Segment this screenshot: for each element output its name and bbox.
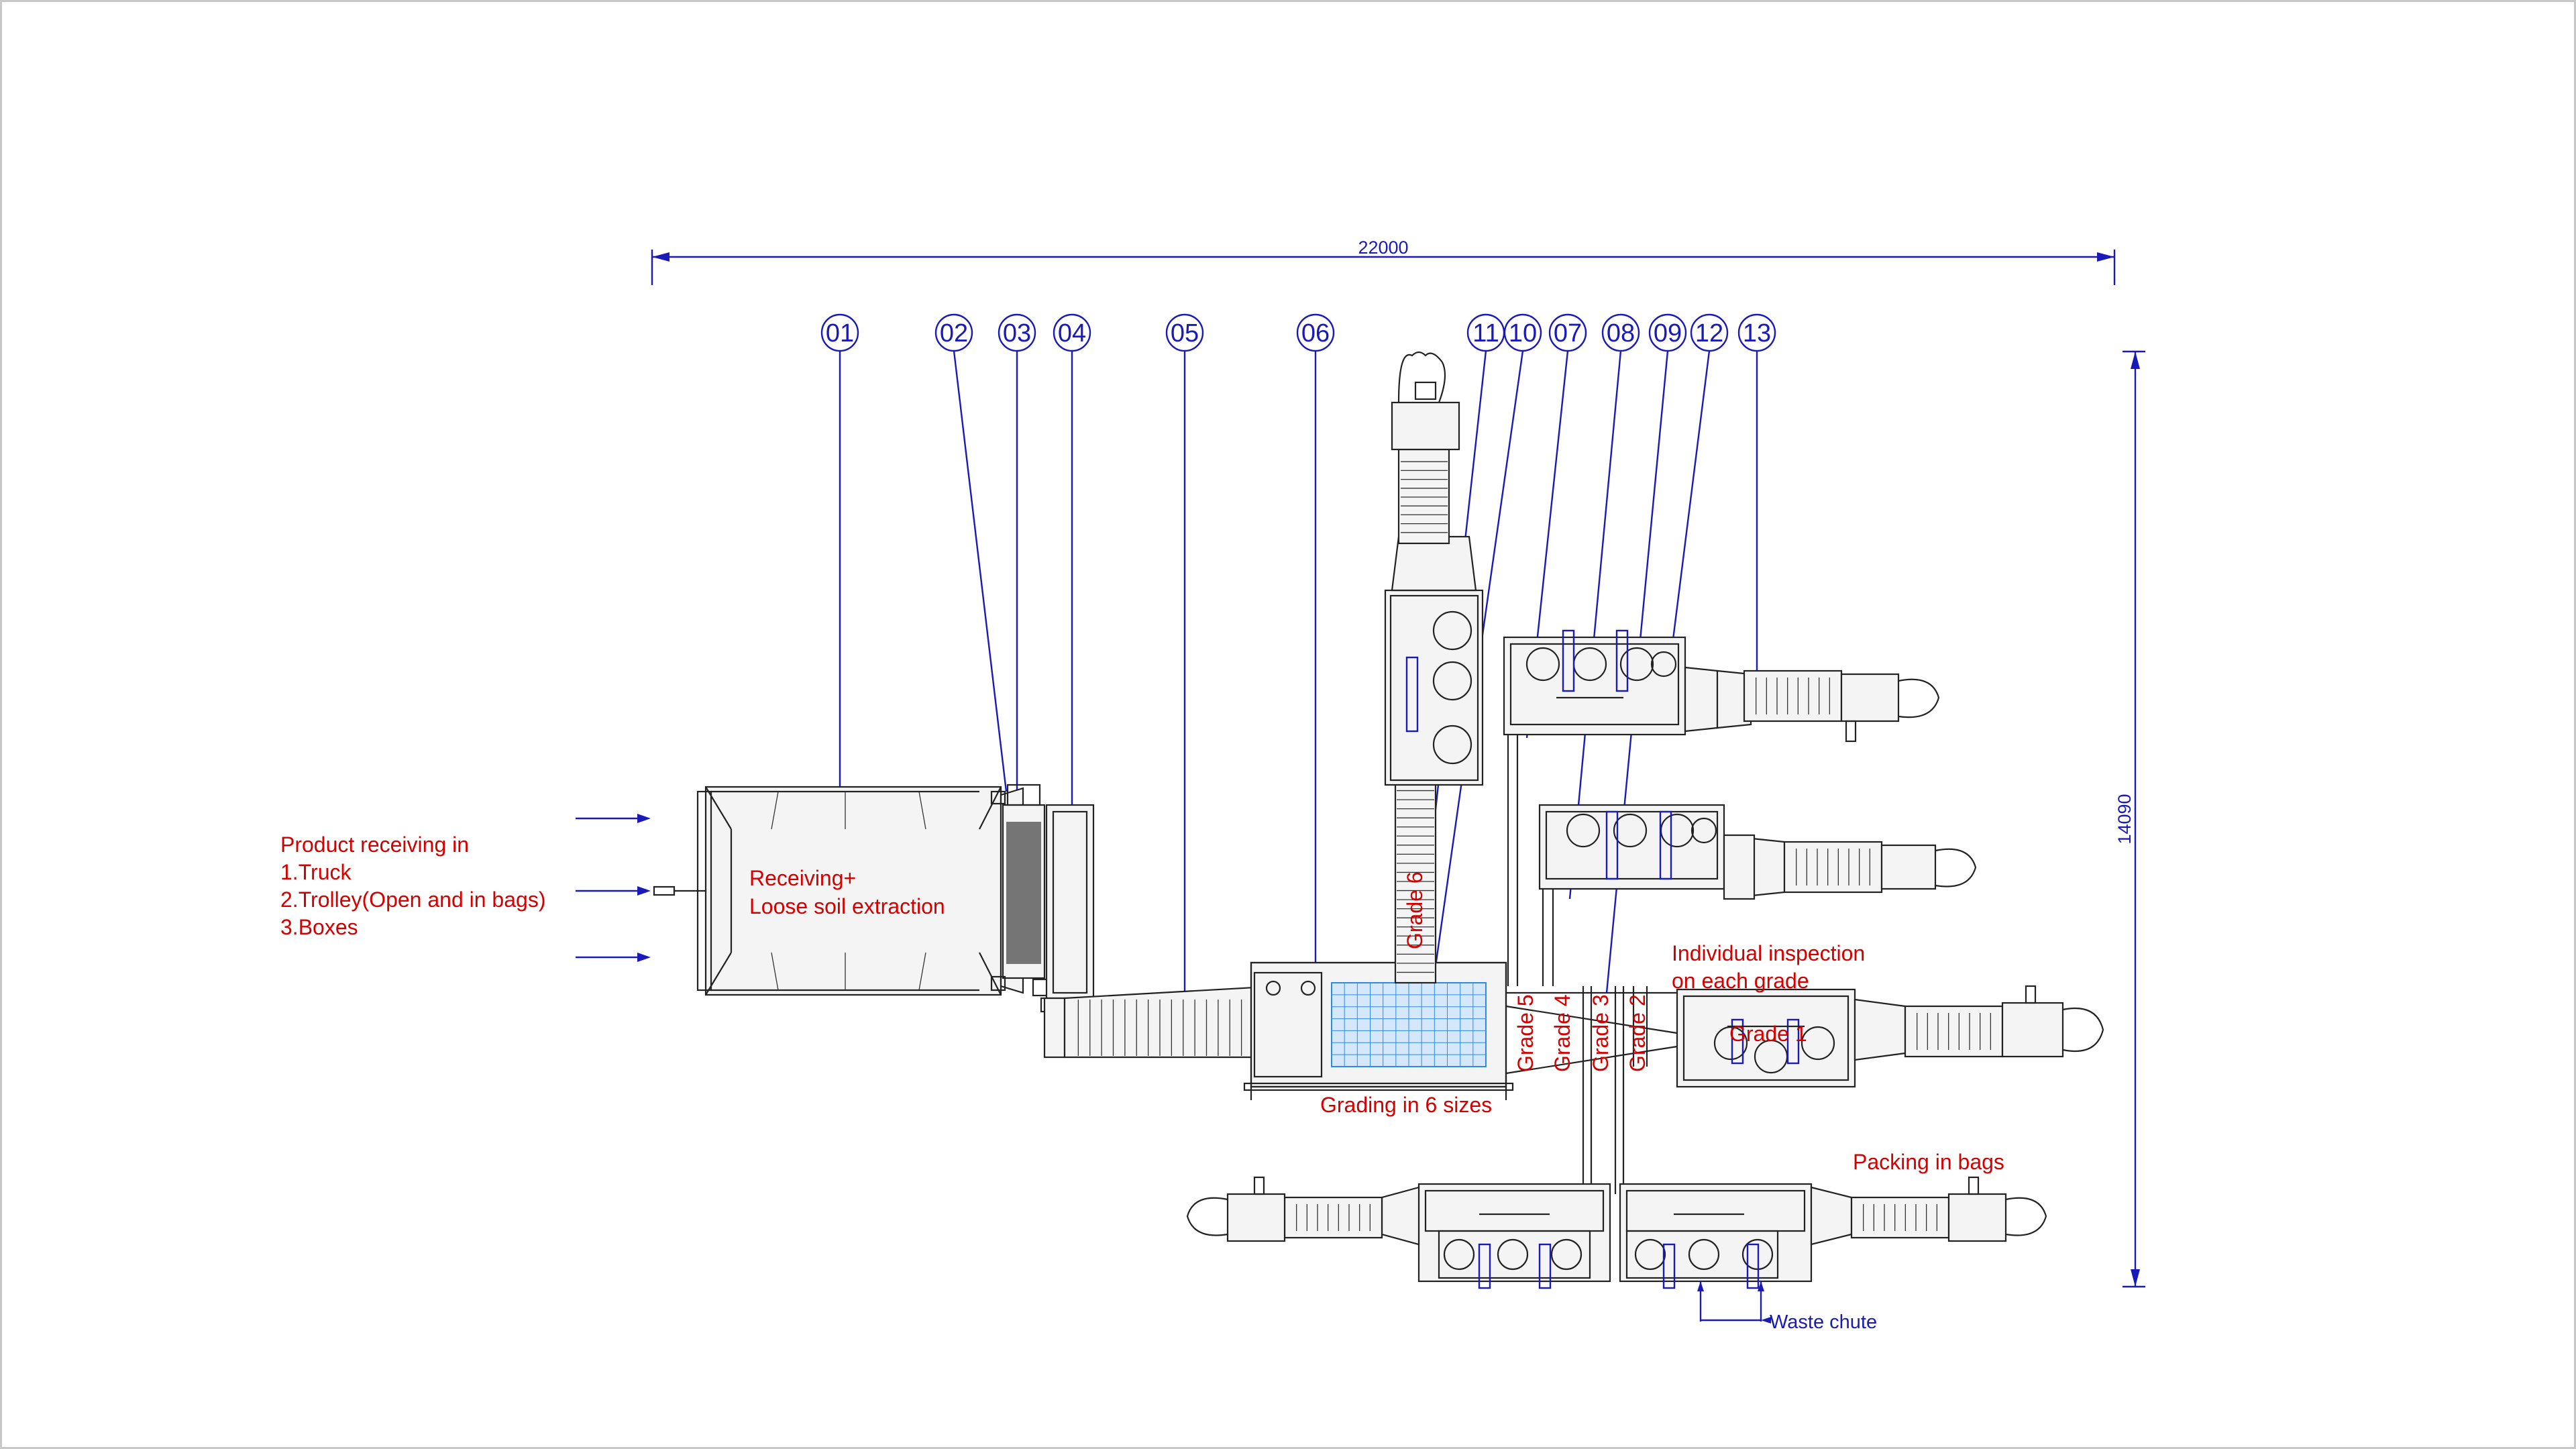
height-dimension-label: 14090 (2114, 794, 2135, 844)
svg-text:03: 03 (1003, 319, 1031, 347)
soil-extraction-unit (990, 784, 1049, 997)
svg-text:09: 09 (1654, 319, 1682, 347)
grade4-label: Grade 4 (1550, 994, 1574, 1072)
grade2-label: Grade 2 (1625, 994, 1650, 1072)
svg-text:08: 08 (1607, 319, 1635, 347)
callout-05: 05 (1165, 313, 1204, 352)
inspection-line-third (1676, 985, 2104, 1088)
inspection-line-bottom (1186, 1176, 2047, 1289)
svg-text:3.Boxes: 3.Boxes (280, 915, 358, 939)
callout-07: 07 (1548, 313, 1587, 352)
waste-chute-marker (1697, 1281, 1771, 1324)
feed-conveyor (1043, 986, 1256, 1059)
transfer-unit (1040, 804, 1095, 1013)
callout-04: 04 (1053, 313, 1091, 352)
height-dimension: 14090 (2114, 350, 2145, 1288)
svg-text:1.Truck: 1.Truck (280, 860, 352, 884)
waste-chute-label: Waste chute (1770, 1311, 1877, 1333)
callout-03: 03 (998, 313, 1036, 352)
packing-note: Packing in bags (1853, 1150, 2004, 1174)
grade1-label: Grade 1 (1729, 1022, 1807, 1046)
svg-text:11: 11 (1472, 319, 1499, 347)
grade3-label: Grade 3 (1589, 994, 1613, 1072)
receiving-bunker (653, 786, 1024, 996)
svg-text:01: 01 (826, 319, 854, 347)
inspection-line-second (1538, 804, 1977, 900)
svg-text:10: 10 (1509, 319, 1537, 347)
svg-text:Loose soil extraction: Loose soil extraction (749, 894, 945, 918)
svg-text:12: 12 (1695, 319, 1723, 347)
svg-text:13: 13 (1743, 319, 1771, 347)
grade-chutes (1505, 735, 1678, 1194)
callout-10: 10 (1503, 313, 1542, 352)
width-dimension-label: 22000 (1358, 237, 1408, 258)
callout-02: 02 (934, 313, 973, 352)
receiving-note: Receiving+ Loose soil extraction (749, 866, 945, 918)
grading-machine (1243, 961, 1514, 1100)
svg-text:05: 05 (1171, 319, 1199, 347)
svg-text:04: 04 (1058, 319, 1086, 347)
callout-08: 08 (1601, 313, 1640, 352)
input-arrows (576, 814, 651, 962)
callout-01: 01 (820, 313, 859, 352)
product-receiving-note: Product receiving in 1.Truck 2.Trolley(O… (280, 833, 545, 939)
svg-text:2.Trolley(Open and in bags): 2.Trolley(Open and in bags) (280, 888, 545, 912)
svg-text:Receiving+: Receiving+ (749, 866, 856, 890)
inspection-line-top (1503, 629, 1940, 743)
svg-text:Individual inspection: Individual inspection (1672, 941, 1865, 965)
svg-text:06: 06 (1301, 319, 1330, 347)
svg-text:Product receiving in: Product receiving in (280, 833, 469, 857)
svg-text:on each grade: on each grade (1672, 969, 1809, 993)
callout-06: 06 (1296, 313, 1335, 352)
grade5-label: Grade 5 (1513, 994, 1538, 1072)
callout-12: 12 (1690, 313, 1729, 352)
callout-11: 11 (1466, 313, 1505, 352)
grade6-elevator (1384, 351, 1484, 984)
width-dimension: 22000 (651, 237, 2116, 285)
grade6-label: Grade 6 (1403, 871, 1427, 949)
callout-09: 09 (1648, 313, 1687, 352)
svg-text:07: 07 (1554, 319, 1582, 347)
svg-text:02: 02 (940, 319, 968, 347)
inspection-note: Individual inspection on each grade (1672, 941, 1865, 993)
grading-note: Grading in 6 sizes (1320, 1093, 1492, 1117)
callout-13: 13 (1737, 313, 1776, 352)
